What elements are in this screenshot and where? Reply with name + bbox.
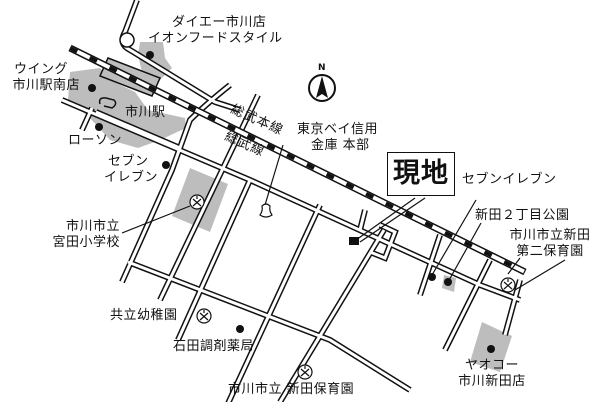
north-label: N bbox=[318, 63, 326, 73]
landmark-park: 新田２丁目公園 bbox=[475, 208, 570, 223]
school-icon-miyata bbox=[189, 194, 205, 210]
north-arrow-icon bbox=[308, 74, 336, 102]
landmark-shinden2-nursery: 市川市立新田 第二保育園 bbox=[509, 228, 591, 259]
landmark-kyoritsu-kindergarten: 共立幼稚園 bbox=[110, 308, 178, 323]
site-marker bbox=[349, 237, 359, 245]
landmark-seven-eleven-1: セブン イレブン bbox=[104, 154, 159, 185]
landmark-dots bbox=[88, 51, 495, 353]
school-icon-kyoritsu bbox=[196, 308, 212, 324]
school-symbols bbox=[189, 194, 516, 380]
roads bbox=[60, 0, 523, 402]
landmark-yaoko: ヤオコー 市川新田店 bbox=[458, 358, 526, 389]
landmark-miyata-school: 市川市立 宮田小学校 bbox=[52, 219, 120, 250]
landmark-bank: 東京ベイ信用 金庫 本部 bbox=[297, 122, 379, 153]
landmark-ishida-pharmacy: 石田調剤薬局 bbox=[173, 339, 255, 354]
station-label-ichikawa: 市川駅 bbox=[125, 105, 166, 120]
landmark-seven-eleven-2: セブンイレブン bbox=[462, 172, 557, 187]
landmark-daiei: ダイエー市川店 イオンフードスタイル bbox=[148, 15, 283, 46]
station-area bbox=[68, 68, 186, 148]
bank-icon bbox=[259, 203, 273, 218]
site-label: 現地 bbox=[387, 152, 455, 196]
landmark-wing: ウイング 市川駅南店 bbox=[12, 62, 80, 93]
school-icon-shinden2-nursery bbox=[500, 277, 516, 293]
landmark-lawson: ローソン bbox=[68, 133, 123, 148]
school-icon-shinden-nursery bbox=[297, 364, 313, 380]
landmark-shinden-nursery: 市川市立 新田保育園 bbox=[228, 382, 355, 397]
railway bbox=[68, 44, 527, 276]
